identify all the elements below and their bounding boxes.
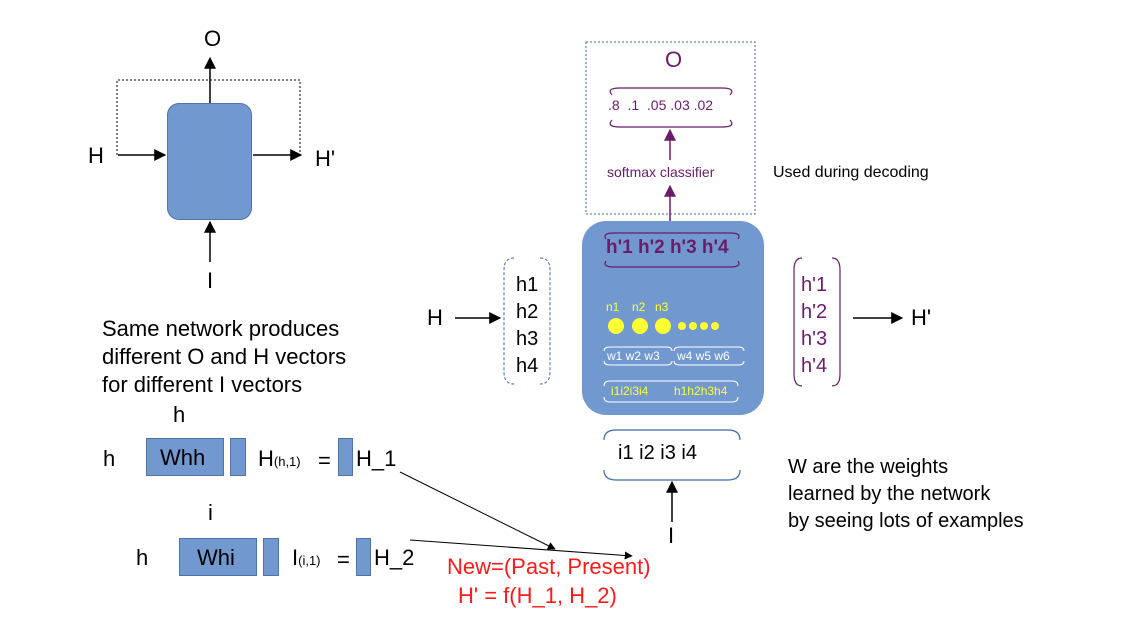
hidden-out-vector: h'1 h'2 h'3 h'4 bbox=[801, 272, 827, 380]
hidden-out-brace bbox=[604, 232, 740, 268]
h1-vector-bar bbox=[338, 438, 353, 476]
cell-caption: Same network produces different O and H … bbox=[102, 315, 346, 399]
hidden-in-item: h1 bbox=[516, 274, 539, 296]
hidden-out-item: h'4 bbox=[801, 355, 828, 377]
hidden-out-item: h'2 bbox=[801, 301, 828, 323]
i-vector-bar bbox=[263, 538, 279, 576]
eq1-result: H_1 bbox=[356, 446, 397, 471]
softmax-classifier-label: softmax classifier bbox=[607, 164, 715, 180]
whh-matrix: Whh bbox=[146, 438, 224, 476]
neuron bbox=[655, 318, 671, 334]
weights-brace-a bbox=[603, 346, 673, 366]
hidden-out-label: H' bbox=[911, 305, 932, 330]
eq2-dim-top: i bbox=[208, 500, 213, 525]
caption-line: different O and H vectors bbox=[102, 344, 347, 369]
h2-vector-bar bbox=[356, 538, 371, 576]
eq2-vector: I(i,1) bbox=[292, 547, 321, 569]
inputs-label-b: h1h2h3h4 bbox=[674, 384, 728, 398]
input-vector-label: I bbox=[668, 523, 675, 548]
cell-input-label: I bbox=[207, 268, 214, 293]
cell-h-out-label: H' bbox=[315, 146, 336, 171]
hidden-out-item: h'1 bbox=[801, 274, 828, 296]
eq1-vector-main: H bbox=[258, 446, 274, 471]
eq1-dim-top: h bbox=[173, 402, 186, 427]
weights-label-b: w4 w5 w6 bbox=[677, 349, 730, 363]
h2-to-combine-arrow bbox=[409, 539, 633, 560]
inputs-label-a: i1i2i3i4 bbox=[611, 384, 649, 398]
neuron bbox=[608, 318, 624, 334]
hidden-in-label: H bbox=[427, 305, 443, 330]
combine-line-1: New=(Past, Present) bbox=[447, 554, 651, 579]
eq2-vector-main: I bbox=[292, 545, 299, 570]
cell-output-label: O bbox=[204, 26, 222, 51]
eq1-vector: H(h,1) bbox=[258, 448, 301, 470]
weights-brace-b bbox=[673, 346, 745, 366]
h-vector-bar bbox=[230, 438, 246, 476]
weights-note-line: by seeing lots of examples bbox=[788, 510, 1024, 532]
h-input-brace bbox=[503, 257, 551, 385]
hidden-in-item: h4 bbox=[516, 355, 539, 377]
eq2-equals: = bbox=[337, 547, 350, 572]
h1-to-combine-arrow bbox=[399, 471, 556, 550]
eq2-result: H_2 bbox=[374, 545, 415, 570]
hidden-in-item: h2 bbox=[516, 301, 539, 323]
decoder-output-label: O bbox=[665, 47, 683, 72]
eq1-vector-sub: (h,1) bbox=[273, 454, 301, 469]
weights-label-a: w1 w2 w3 bbox=[607, 349, 660, 363]
neuron-label-n3: n3 bbox=[655, 300, 669, 314]
whi-matrix-label: Whi bbox=[197, 545, 235, 570]
h-output-brace bbox=[793, 257, 841, 387]
eq2-dim-left: h bbox=[136, 545, 149, 570]
caption-line: for different I vectors bbox=[102, 372, 303, 397]
neuron-small bbox=[678, 322, 686, 330]
hidden-in-vector: h1 h2 h3 h4 bbox=[516, 272, 538, 380]
input-brace bbox=[603, 429, 741, 481]
eq2-vector-sub: (i,1) bbox=[298, 553, 321, 568]
neuron-small bbox=[700, 322, 708, 330]
neuron bbox=[632, 318, 648, 334]
input-vector-values: i1 i2 i3 i4 bbox=[618, 442, 697, 464]
rnn-cell bbox=[167, 103, 252, 220]
cell-h-in-label: H bbox=[88, 143, 104, 168]
neuron-small bbox=[689, 322, 697, 330]
weights-note-line: learned by the network bbox=[788, 483, 991, 505]
probabilities: .8 .1 .05 .03 .02 bbox=[608, 97, 714, 113]
inputs-brace bbox=[603, 380, 739, 403]
hidden-out-item: h'3 bbox=[801, 328, 828, 350]
whi-matrix: Whi bbox=[179, 538, 257, 576]
neuron-label-n1: n1 bbox=[606, 300, 620, 314]
probability-brace bbox=[609, 87, 733, 128]
combine-line-2: H' = f(H_1, H_2) bbox=[458, 583, 617, 608]
eq1-dim-left: h bbox=[103, 446, 116, 471]
neuron-label-n2: n2 bbox=[632, 300, 646, 314]
neuron-small bbox=[711, 322, 719, 330]
caption-line: Same network produces bbox=[102, 316, 340, 341]
hidden-in-item: h3 bbox=[516, 328, 539, 350]
whh-matrix-label: Whh bbox=[160, 445, 206, 470]
rnn-cell-detail: h'1 h'2 h'3 h'4 n1 n2 n3 w1 w2 w3 w4 w5 … bbox=[582, 221, 764, 415]
recurrent-loop-line bbox=[116, 79, 301, 155]
weights-note-line: W are the weights bbox=[788, 456, 949, 478]
cell-hidden-out: h'1 h'2 h'3 h'4 bbox=[606, 237, 729, 258]
eq1-equals: = bbox=[318, 448, 331, 473]
decoding-note: Used during decoding bbox=[773, 164, 929, 181]
cell-inner-braces bbox=[603, 232, 745, 403]
weights-note: W are the weights learned by the network… bbox=[788, 454, 1024, 535]
